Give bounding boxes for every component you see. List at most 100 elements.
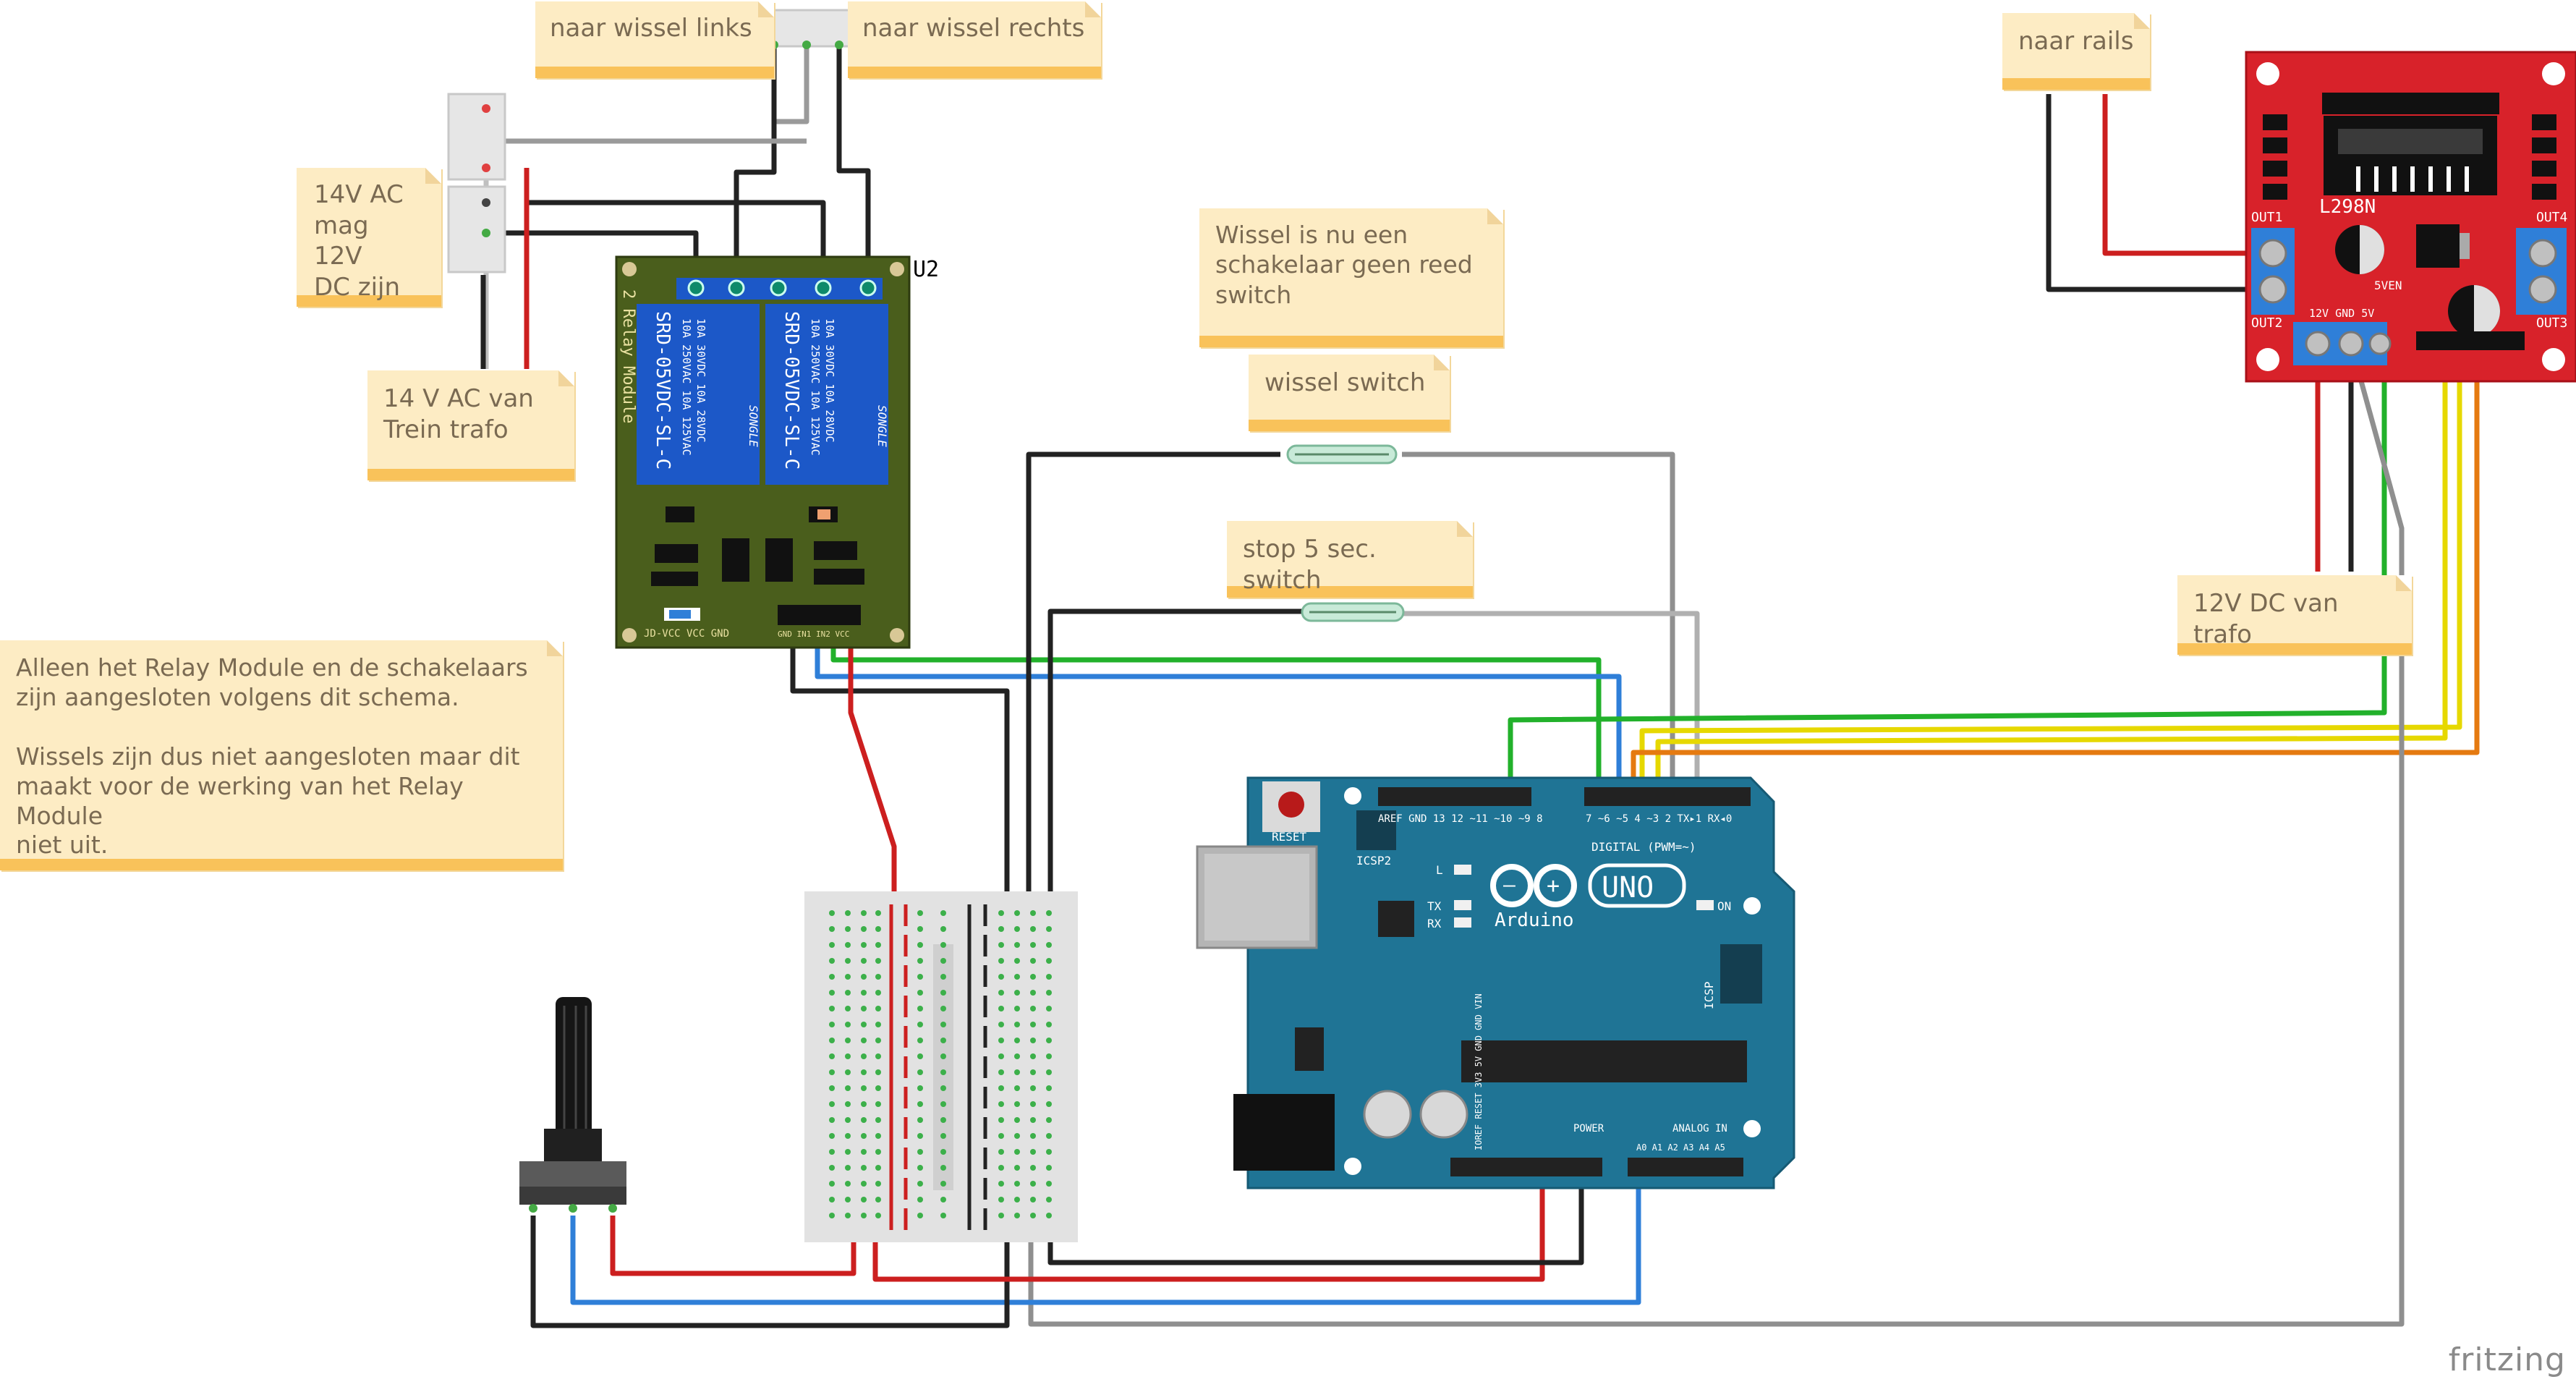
breadboard-hole [998, 942, 1004, 948]
breadboard-hole [917, 1165, 923, 1171]
breadboard-hole [861, 1069, 867, 1075]
breadboard-hole [917, 1085, 923, 1091]
arduino-power-pins: IOREF RESET 3V3 5V GND GND VIN [1474, 993, 1484, 1150]
breadboard-hole [1046, 1085, 1052, 1091]
breadboard-hole [998, 1006, 1004, 1011]
breadboard-hole [1014, 1149, 1020, 1155]
breadboard-hole [917, 974, 923, 980]
breadboard-hole [1030, 926, 1036, 932]
breadboard-hole [875, 958, 881, 964]
breadboard-hole [1030, 1101, 1036, 1107]
breadboard-hole [845, 990, 851, 996]
note-stop-switch-text: stop 5 sec. switch [1243, 535, 1377, 595]
breadboard-hole [829, 926, 835, 932]
wire-black-wissel-switch [1026, 451, 1280, 904]
breadboard-hole [1014, 1022, 1020, 1027]
relay-2 [765, 304, 888, 485]
breadboard-hole [1046, 1038, 1052, 1043]
breadboard-hole [1030, 1149, 1036, 1155]
arduino-top-pins2: 7 ~6 ~5 4 ~3 2 TX▸1 RX◂0 [1586, 813, 1732, 825]
breadboard-hole [861, 1213, 867, 1218]
wire-black-gnd [1047, 1171, 1584, 1265]
note-ac14: 14V AC mag 12V DC zijn [297, 168, 441, 307]
breadboard-hole [829, 1053, 835, 1059]
breadboard-hole [940, 1165, 946, 1171]
relay-side-label: 2 Relay Module [619, 289, 637, 423]
breadboard-hole [940, 1133, 946, 1139]
breadboard-hole [829, 1101, 835, 1107]
breadboard-hole [917, 958, 923, 964]
note-wissel-rechts-text: naar wissel rechts [862, 14, 1085, 43]
breadboard-hole [829, 1149, 835, 1155]
breadboard-hole [875, 1085, 881, 1091]
breadboard-hole [998, 1181, 1004, 1187]
relay-1 [637, 304, 760, 485]
note-wissel-links: naar wissel links [535, 1, 774, 78]
breadboard [804, 891, 1078, 1242]
breadboard-hole [1030, 958, 1036, 964]
relay-power-pins: JD-VCC VCC GND [644, 628, 729, 640]
breadboard-hole [940, 1181, 946, 1187]
note-reed: Wissel is nu een schakelaar geen reed sw… [1199, 208, 1503, 347]
breadboard-hole [998, 1038, 1004, 1043]
breadboard-hole [845, 974, 851, 980]
breadboard-hole [861, 990, 867, 996]
breadboard-hole [940, 1101, 946, 1107]
breadboard-hole [998, 1022, 1004, 1027]
note-rails-text: naar rails [2018, 27, 2134, 56]
breadboard-hole [1014, 1038, 1020, 1043]
l298n-enable: 5VEN [2374, 279, 2402, 292]
note-wissel-links-text: naar wissel links [550, 14, 752, 43]
wire-red-rails [2102, 94, 2253, 256]
breadboard-hole [829, 958, 835, 964]
arduino-icsp2-label: ICSP2 [1356, 854, 1391, 868]
breadboard-hole [1046, 1069, 1052, 1075]
relay-2-label: SRD-05VDC-SL-C [781, 311, 802, 470]
breadboard-hole [1014, 1213, 1020, 1218]
breadboard-hole [940, 1085, 946, 1091]
relay-1-spec2: 10A 30VDC 10A 28VDC [694, 318, 707, 443]
breadboard-hole [998, 1165, 1004, 1171]
breadboard-hole [1046, 974, 1052, 980]
breadboard-hole [998, 958, 1004, 964]
breadboard-hole [1030, 1053, 1036, 1059]
svg-text:+: + [1547, 873, 1560, 899]
breadboard-hole [917, 1038, 923, 1043]
breadboard-hole [940, 1022, 946, 1027]
breadboard-hole [1046, 1022, 1052, 1027]
breadboard-hole [875, 1197, 881, 1203]
breadboard-hole [940, 1213, 946, 1218]
note-main-text: Alleen het Relay Module en de schakelaar… [16, 653, 528, 860]
wire-black-stop-switch [1047, 608, 1302, 904]
note-rails: naar rails [2002, 13, 2150, 90]
breadboard-hole [861, 926, 867, 932]
note-wissel-switch: wissel switch [1249, 355, 1450, 431]
breadboard-hole [861, 1101, 867, 1107]
breadboard-hole [829, 1006, 835, 1011]
breadboard-hole [1030, 1213, 1036, 1218]
breadboard-hole [917, 1197, 923, 1203]
breadboard-hole [1014, 1069, 1020, 1075]
breadboard-hole [861, 1133, 867, 1139]
breadboard-hole [875, 1181, 881, 1187]
l298n-out3: OUT3 [2536, 315, 2567, 331]
breadboard-hole [861, 942, 867, 948]
breadboard-hole [1046, 1149, 1052, 1155]
arduino-reset-label: RESET [1272, 830, 1307, 844]
svg-text:–: – [1503, 873, 1516, 896]
breadboard-hole [861, 958, 867, 964]
breadboard-hole [1046, 926, 1052, 932]
breadboard-hole [1046, 1213, 1052, 1218]
breadboard-hole [998, 1133, 1004, 1139]
breadboard-hole [875, 974, 881, 980]
breadboard-hole [845, 1022, 851, 1027]
relay-ctrl-pins: GND IN1 IN2 VCC [778, 629, 849, 639]
breadboard-hole [1030, 1069, 1036, 1075]
arduino-icsp-label: ICSP [1702, 981, 1716, 1009]
breadboard-hole [845, 942, 851, 948]
l298n-driver: L298N OUT1 OUT2 OUT4 OUT3 5VEN 12V GND 5… [2245, 51, 2576, 383]
breadboard-hole [917, 942, 923, 948]
breadboard-hole [875, 1053, 881, 1059]
note-trein-trafo: 14 V AC van Trein trafo [367, 370, 574, 480]
wire-blue-pot [570, 1171, 1641, 1305]
